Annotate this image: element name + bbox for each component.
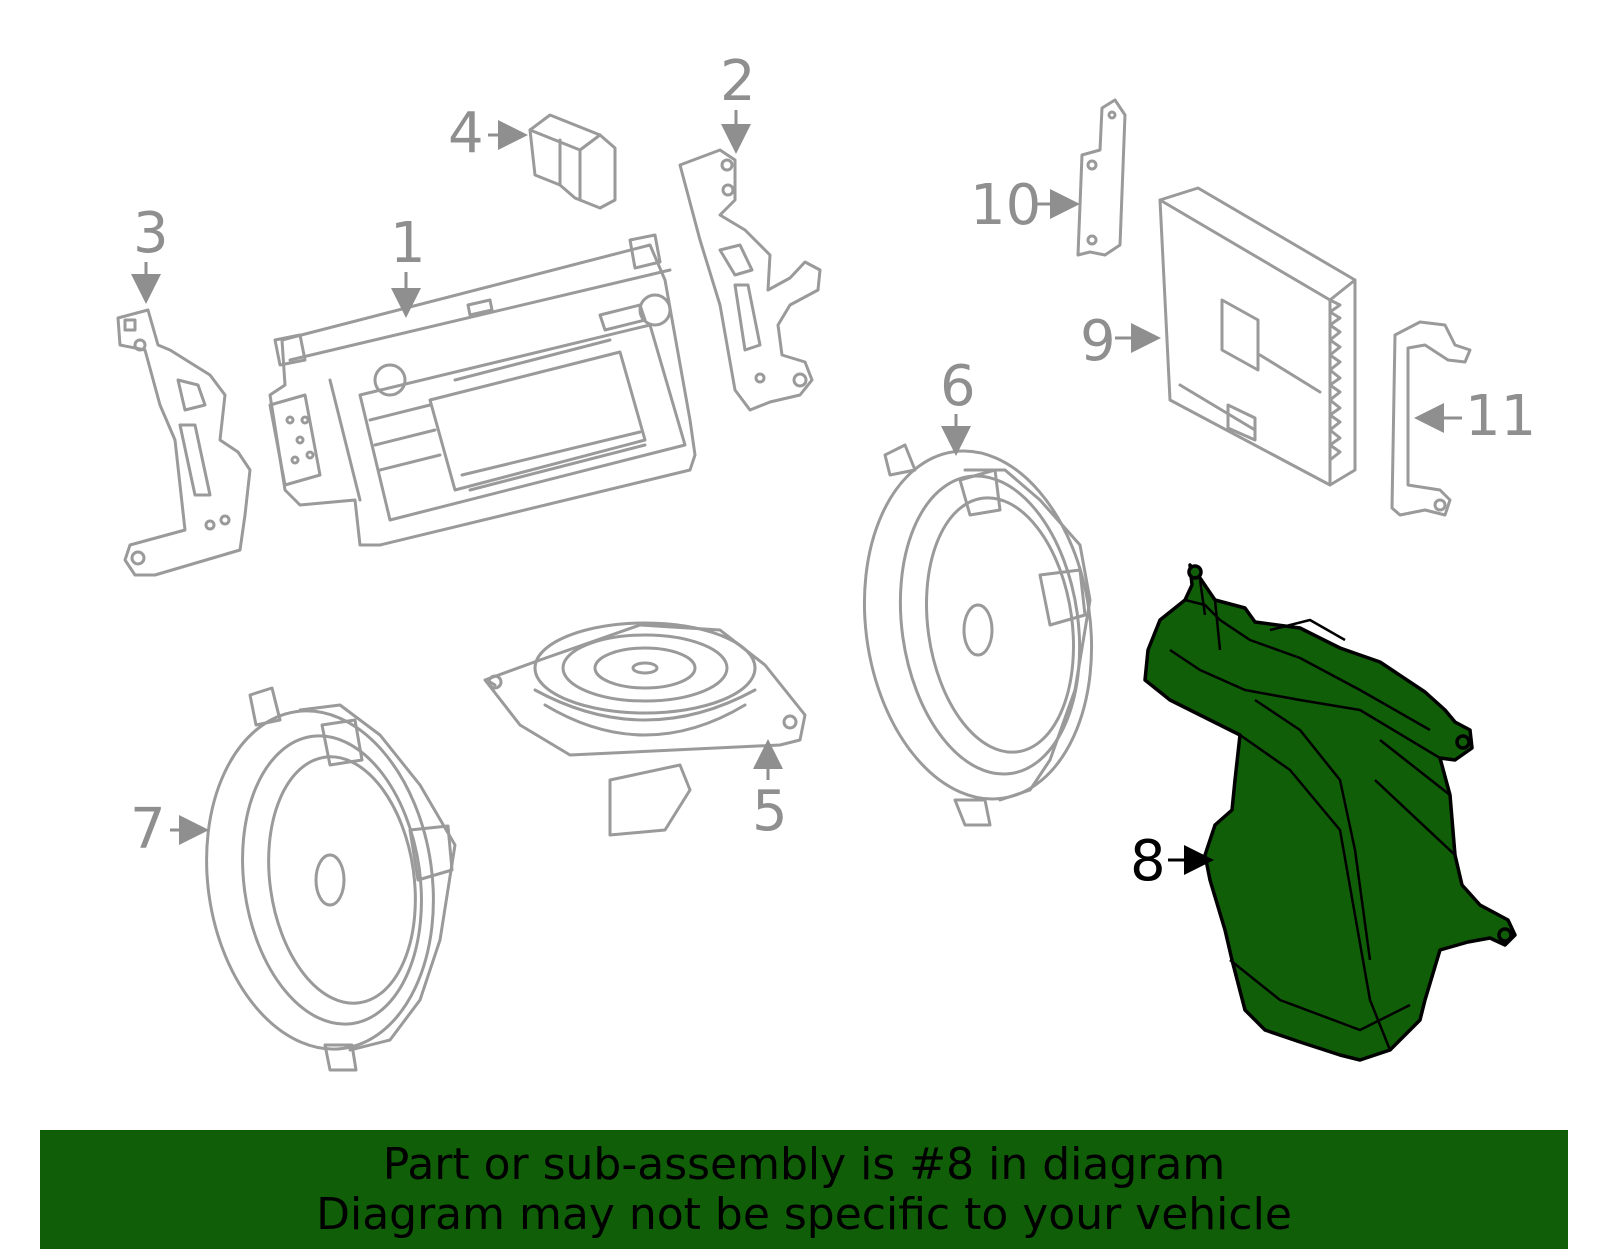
part-11-bracket bbox=[1390, 320, 1472, 517]
part-3-bracket bbox=[116, 308, 252, 577]
part-9-amplifier bbox=[1158, 186, 1357, 487]
parts-diagram: 3 1 4 bbox=[116, 49, 1536, 1072]
callout-3: 3 bbox=[133, 201, 169, 266]
part-1-head-unit bbox=[268, 233, 697, 547]
part-2-bracket bbox=[678, 148, 822, 412]
banner-line-2: Diagram may not be specific to your vehi… bbox=[316, 1188, 1292, 1240]
part-7-speaker bbox=[205, 686, 457, 1072]
part-8-speaker-box bbox=[1143, 563, 1517, 1062]
part-5-tweeter bbox=[483, 621, 807, 837]
callout-5: 5 bbox=[752, 779, 788, 844]
part-4-connector bbox=[528, 113, 617, 210]
callout-2: 2 bbox=[720, 49, 756, 114]
banner-line-1: Part or sub-assembly is #8 in diagram bbox=[382, 1138, 1226, 1190]
callout-4: 4 bbox=[448, 101, 484, 166]
part-6-speaker bbox=[862, 443, 1094, 827]
callout-10: 10 bbox=[970, 173, 1041, 238]
part-10-bracket bbox=[1076, 98, 1127, 257]
callout-8: 8 bbox=[1130, 829, 1166, 894]
callout-6: 6 bbox=[940, 354, 976, 419]
callout-7: 7 bbox=[130, 797, 166, 862]
callout-11: 11 bbox=[1465, 384, 1536, 449]
callout-1: 1 bbox=[390, 211, 426, 276]
info-banner: Part or sub-assembly is #8 in diagram Di… bbox=[40, 1130, 1568, 1249]
callout-9: 9 bbox=[1080, 309, 1116, 374]
